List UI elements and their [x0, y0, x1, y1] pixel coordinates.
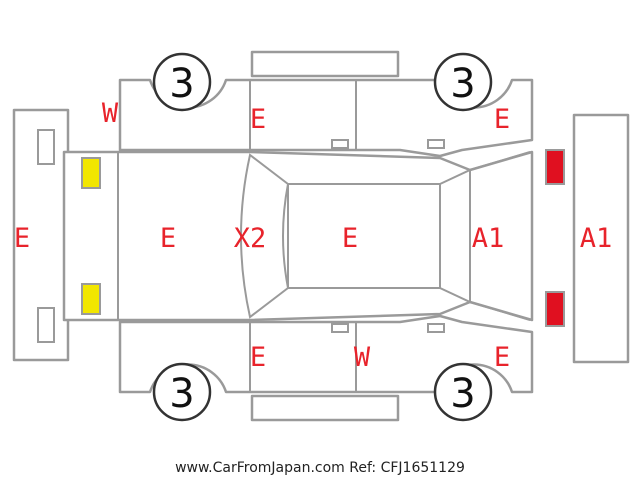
- headlight-left: [81, 157, 101, 189]
- wheel-rear-left: 3: [433, 52, 493, 112]
- marker-front-left-door: E: [250, 104, 266, 135]
- rear-bumper-panel: [572, 113, 630, 364]
- marker-rear-right-fender: E: [494, 342, 510, 373]
- wheel-rear-right: 3: [433, 362, 493, 422]
- marker-rear-window: A1: [472, 223, 505, 254]
- wheel-rear-left-grade: 3: [450, 61, 475, 107]
- marker-rear-right-door: W: [354, 342, 371, 373]
- taillight-right: [545, 291, 565, 327]
- marker-front-bumper: E: [14, 223, 30, 254]
- left-side-panel: [118, 50, 534, 158]
- marker-roof: E: [342, 223, 358, 254]
- front-bumper-panel: [12, 108, 70, 362]
- wheel-rear-right-grade: 3: [450, 371, 475, 417]
- marker-front-right-door: E: [250, 342, 266, 373]
- wheel-front-left: 3: [152, 52, 212, 112]
- marker-hood: E: [160, 223, 176, 254]
- marker-rear-bumper: A1: [580, 223, 613, 254]
- taillight-left: [545, 149, 565, 185]
- wheel-front-right: 3: [152, 362, 212, 422]
- wheel-front-right-grade: 3: [169, 371, 194, 417]
- marker-front-left-fender: W: [102, 98, 119, 129]
- marker-windshield: X2: [234, 223, 267, 254]
- headlight-right: [81, 283, 101, 315]
- footer-reference: www.CarFromJapan.com Ref: CFJ1651129: [175, 460, 465, 476]
- top-view-body: [62, 150, 534, 322]
- marker-rear-left-door: E: [494, 104, 510, 135]
- wheel-front-left-grade: 3: [169, 61, 194, 107]
